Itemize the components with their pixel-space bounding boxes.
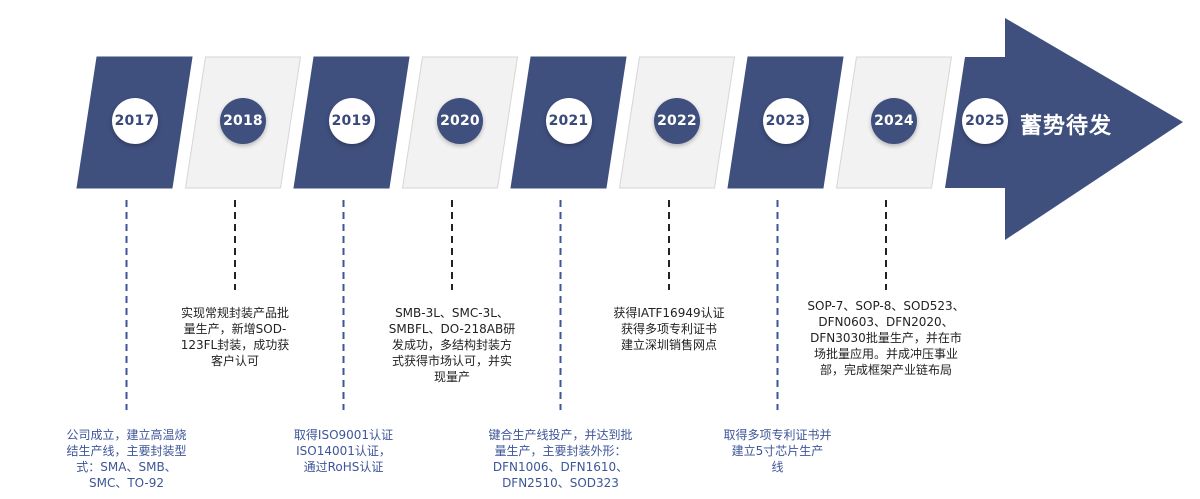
milestone-text-2018: 实现常规封装产品批 量生产，新增SOD- 123FL封装，成功获 客户认可 <box>180 306 290 368</box>
milestone-text-2024: SOP-7、SOP-8、SOD523、 DFN0603、DFN2020、 DFN… <box>807 299 965 377</box>
milestone-text-2017: 公司成立，建立高温烧 结生产线，主要封装型 式：SMA、SMB、 SMC、TO-… <box>66 428 187 490</box>
year-badge-final: 2025 <box>962 98 1008 144</box>
milestone-text-2022: 获得IATF16949认证 获得多项专利证书 建立深圳销售网点 <box>613 306 725 352</box>
year-badge-2023: 2023 <box>762 98 809 144</box>
year-badge-2019: 2019 <box>328 98 375 144</box>
milestone-text-2020: SMB-3L、SMC-3L、 SMBFL、DO-218AB研 发成功，多结构封装… <box>388 306 516 384</box>
milestone-text-2023: 取得多项专利证书并 建立5寸芯片生产 线 <box>723 428 832 474</box>
year-badge-2022: 2022 <box>654 98 700 144</box>
final-arrow-label: 蓄势待发 <box>1020 114 1113 139</box>
timeline-connectors <box>125 200 887 410</box>
year-badge-2021: 2021 <box>545 98 592 144</box>
milestone-text-2021: 键合生产线投产，并达到批 量生产，主要封装外形： DFN1006、DFN1610… <box>488 428 633 490</box>
year-badge-2018: 2018 <box>220 98 266 144</box>
year-badge-2024: 2024 <box>871 98 917 144</box>
milestone-text-2019: 取得ISO9001认证 ISO14001认证， 通过RoHS认证 <box>293 428 394 474</box>
final-arrow <box>945 18 1183 240</box>
year-badge-2020: 2020 <box>437 98 483 144</box>
year-badge-2017: 2017 <box>111 98 158 144</box>
